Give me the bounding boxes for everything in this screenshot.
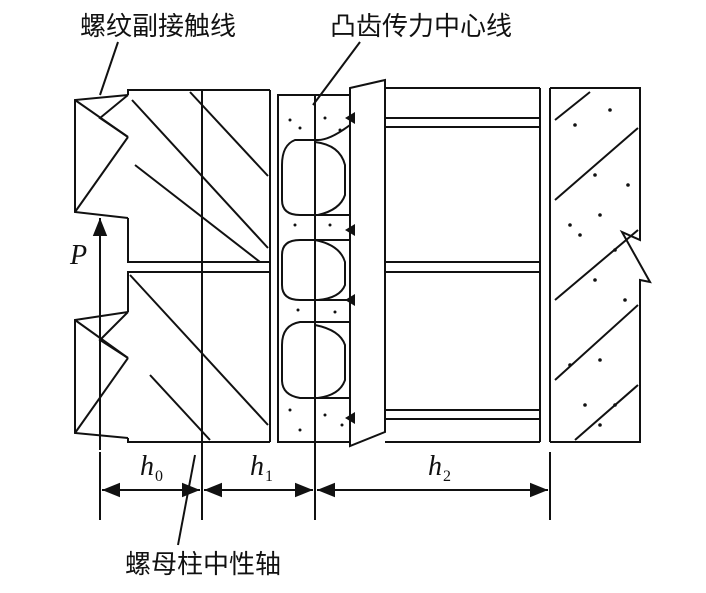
tooth-force-center-line-label: 凸齿传力中心线 bbox=[330, 12, 513, 42]
h1-label: h1 bbox=[250, 451, 273, 485]
leader-neutral-axis bbox=[178, 455, 195, 545]
leader-thread-contact bbox=[100, 42, 118, 95]
convex-teeth bbox=[278, 95, 350, 520]
h2-label: h2 bbox=[428, 451, 451, 485]
dimension-lines bbox=[100, 452, 550, 520]
force-label: P bbox=[70, 240, 88, 271]
threaded-column bbox=[350, 80, 550, 446]
leader-force-center bbox=[313, 42, 360, 105]
aggregate-marks bbox=[288, 108, 630, 432]
concrete-slab bbox=[550, 88, 650, 442]
thread-contact-line-label: 螺纹副接触线 bbox=[80, 12, 237, 42]
nut-column-neutral-axis-label: 螺母柱中性轴 bbox=[125, 550, 282, 580]
nut-body bbox=[128, 90, 270, 442]
h0-label: h0 bbox=[140, 451, 163, 485]
